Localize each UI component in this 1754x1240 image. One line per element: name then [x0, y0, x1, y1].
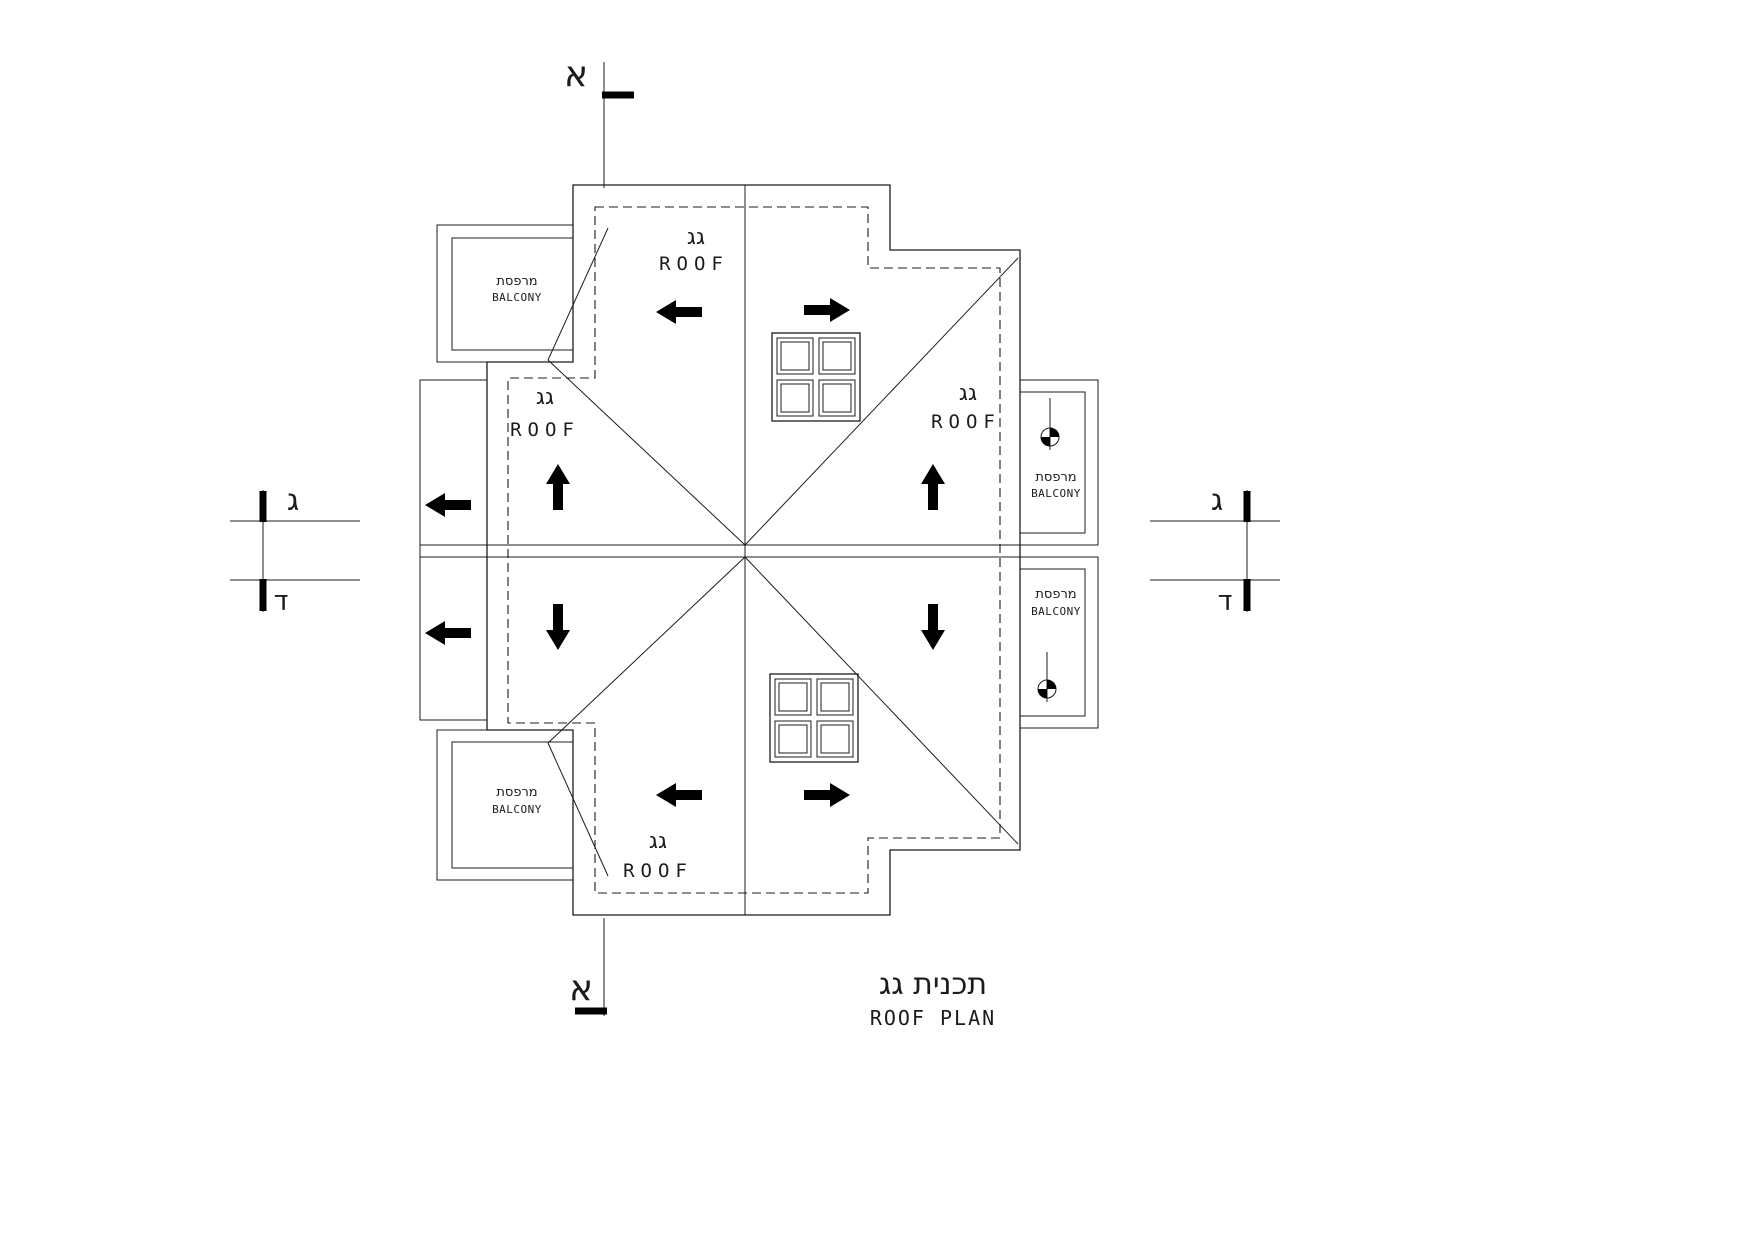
hip-top-left: [547, 227, 609, 361]
slope-arrow-down-left: [546, 604, 570, 650]
balcony-right-lower-outer: [1019, 556, 1099, 729]
slope-arrow-right-top: [804, 298, 850, 322]
skylight-pane: [816, 678, 854, 716]
benchmark-quadrant: [1038, 689, 1047, 698]
hip-bottom-left: [547, 742, 609, 877]
skylight-pane-inner: [820, 724, 850, 754]
valley-bottom-right: [744, 556, 1019, 845]
skylight-frame: [771, 332, 861, 422]
title-block: תכנית גג ROOF PLAN: [870, 967, 996, 1030]
roof-label-en-bottom: ROOF: [623, 860, 693, 882]
skylight-pane: [774, 678, 812, 716]
balcony-label-he-top-left: מרפסת: [496, 274, 537, 289]
skylight-pane: [818, 379, 856, 417]
section-marker-left: ג ד: [230, 483, 360, 617]
roof-eaves-line: [507, 206, 1001, 894]
balcony-right-upper-outer: [1019, 379, 1099, 546]
building-wall-outline: [486, 184, 1021, 916]
skylight-pane: [776, 379, 814, 417]
benchmark-quadrant: [1041, 437, 1050, 446]
skylight-pane-inner: [778, 682, 808, 712]
balcony-bottom-left-inner: [451, 741, 574, 869]
skylight-pane: [776, 337, 814, 375]
balcony-labels: מרפסת BALCONY מרפסת BALCONY מרפסת BALCON…: [492, 274, 1081, 816]
skylight-frame: [769, 673, 859, 763]
roof-label-en-left: ROOF: [510, 419, 580, 441]
section-letter-top: א: [564, 54, 588, 95]
valley-lines: [547, 227, 1019, 877]
slope-arrow-down-right: [921, 604, 945, 650]
skylight-bottom: [769, 673, 859, 763]
balcony-right-upper-inner: [1019, 391, 1086, 534]
drawing-title-en: ROOF PLAN: [870, 1006, 996, 1030]
balcony-top-left-inner: [451, 237, 574, 351]
balcony-label-en-top-left: BALCONY: [492, 291, 542, 304]
slope-arrow-up-left: [546, 464, 570, 510]
section-letter-right-upper: ג: [1211, 483, 1223, 518]
building-outline: [486, 184, 1021, 916]
section-marker-top: א: [564, 54, 634, 188]
section-letter-left-lower: ד: [274, 586, 289, 617]
roof-label-he-top: גג: [687, 225, 705, 250]
roof-label-en-top: ROOF: [659, 253, 729, 275]
benchmark-symbol-lower: [1037, 652, 1057, 702]
skylight-pane-inner: [820, 682, 850, 712]
balcony-right-lower-inner: [1019, 568, 1086, 717]
balcony-label-en-right-upper: BALCONY: [1031, 487, 1081, 500]
valley-top-right: [744, 257, 1019, 546]
balconies: [419, 224, 1099, 881]
balcony-label-en-bottom-left: BALCONY: [492, 803, 542, 816]
slope-arrow-right-bottom: [804, 783, 850, 807]
balcony-label-he-bottom-left: מרפסת: [496, 785, 537, 800]
slope-arrow-left-edge-upper: [425, 493, 471, 517]
roof-label-en-right: ROOF: [931, 411, 1001, 433]
section-letter-right-lower: ד: [1218, 586, 1233, 617]
balcony-label-he-right-upper: מרפסת: [1035, 470, 1076, 485]
roof-label-he-left: גג: [536, 385, 554, 410]
skylight-pane-inner: [780, 383, 810, 413]
skylight-pane: [816, 720, 854, 758]
drawing-title-he: תכנית גג: [879, 967, 987, 1002]
valley-bottom-left: [547, 556, 746, 744]
benchmark-quadrant: [1050, 428, 1059, 437]
valley-top-left: [547, 359, 746, 546]
roof-labels: גג ROOF גג ROOF גג ROOF גג ROOF: [510, 225, 1001, 882]
section-letter-left-upper: ג: [287, 483, 299, 518]
section-marker-right: ג ד: [1150, 483, 1280, 617]
section-letter-bottom: א: [569, 968, 593, 1009]
roof-edge-dashed: [507, 206, 1001, 894]
section-marker-bottom: א: [569, 918, 607, 1016]
balcony-label-he-right-lower: מרפסת: [1035, 587, 1076, 602]
skylight-pane-inner: [822, 383, 852, 413]
slope-arrow-left-edge-lower: [425, 621, 471, 645]
skylight-pane-inner: [780, 341, 810, 371]
skylight-pane-inner: [778, 724, 808, 754]
skylight-pane: [774, 720, 812, 758]
skylight-pane: [818, 337, 856, 375]
left-ledge: [419, 379, 488, 721]
benchmark-quadrant: [1047, 680, 1056, 689]
roof-label-he-right: גג: [959, 381, 977, 406]
skylight-top: [771, 332, 861, 422]
balcony-label-en-right-lower: BALCONY: [1031, 605, 1081, 618]
ridge-lines: [420, 185, 1098, 915]
skylight-pane-inner: [822, 341, 852, 371]
roof-label-he-bottom: גג: [649, 829, 667, 854]
slope-arrow-left-top: [656, 300, 702, 324]
slope-arrow-up-right: [921, 464, 945, 510]
benchmark-symbol-upper: [1040, 398, 1060, 450]
slope-arrow-left-bottom: [656, 783, 702, 807]
